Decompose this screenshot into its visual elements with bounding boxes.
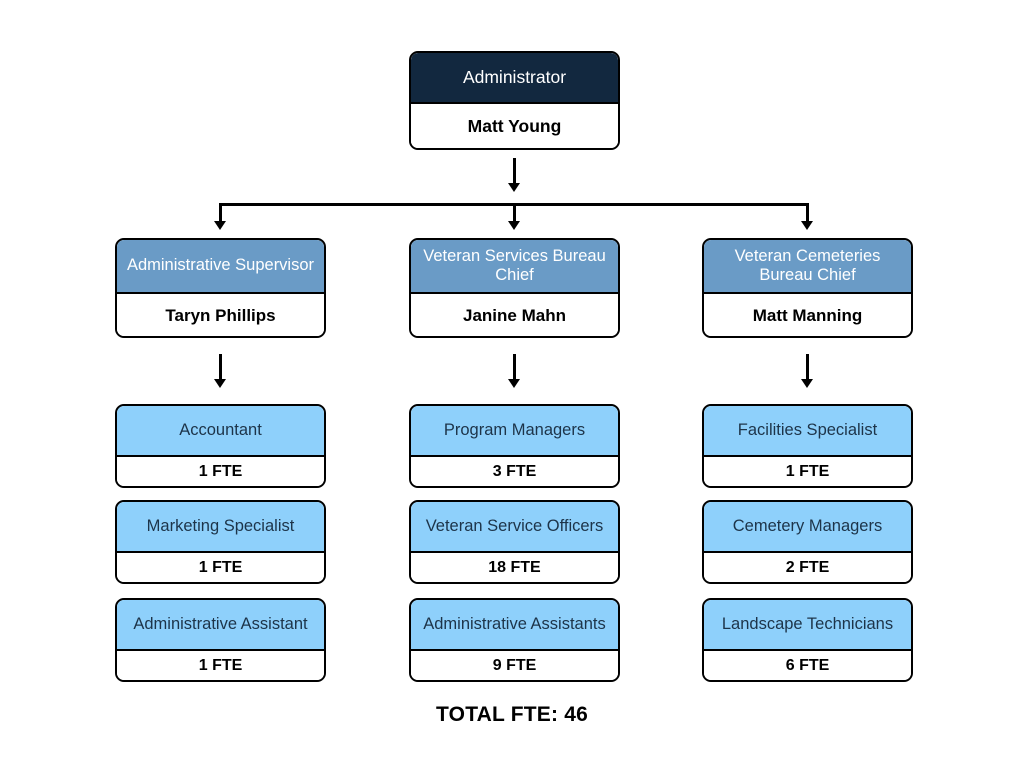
node-administrative-assistant-title: Administrative Assistant — [117, 600, 324, 651]
node-marketing-specialist-fte: 1 FTE — [117, 553, 324, 582]
arrowhead-mid-column — [508, 379, 520, 388]
node-veteran-cemeteries-bureau-chief-title: Veteran Cemeteries Bureau Chief — [704, 240, 911, 294]
node-veteran-cemeteries-bureau-chief[interactable]: Veteran Cemeteries Bureau Chief Matt Man… — [702, 238, 913, 338]
node-administrative-assistant[interactable]: Administrative Assistant 1 FTE — [115, 598, 326, 682]
node-veteran-service-officers-title: Veteran Service Officers — [411, 502, 618, 553]
node-cemetery-managers-fte: 2 FTE — [704, 553, 911, 582]
node-facilities-specialist-title: Facilities Specialist — [704, 406, 911, 457]
total-fte-label: TOTAL FTE: 46 — [436, 703, 588, 726]
node-administrator-name: Matt Young — [411, 104, 618, 148]
node-administrative-supervisor-name: Taryn Phillips — [117, 294, 324, 336]
node-veteran-services-bureau-chief-title: Veteran Services Bureau Chief — [411, 240, 618, 294]
node-administrator[interactable]: Administrator Matt Young — [409, 51, 620, 150]
node-administrative-assistants[interactable]: Administrative Assistants 9 FTE — [409, 598, 620, 682]
arrowhead-bus-mid — [508, 221, 520, 230]
arrowhead-bus-left — [214, 221, 226, 230]
node-cemetery-managers[interactable]: Cemetery Managers 2 FTE — [702, 500, 913, 584]
connector-bus-drop-mid — [513, 203, 516, 225]
connector-left-column — [219, 354, 222, 383]
node-veteran-services-bureau-chief-name: Janine Mahn — [411, 294, 618, 336]
node-facilities-specialist-fte: 1 FTE — [704, 457, 911, 486]
arrowhead-right-column — [801, 379, 813, 388]
connector-right-column — [806, 354, 809, 383]
node-veteran-service-officers[interactable]: Veteran Service Officers 18 FTE — [409, 500, 620, 584]
node-facilities-specialist[interactable]: Facilities Specialist 1 FTE — [702, 404, 913, 488]
node-landscape-technicians[interactable]: Landscape Technicians 6 FTE — [702, 598, 913, 682]
node-veteran-cemeteries-bureau-chief-name: Matt Manning — [704, 294, 911, 336]
node-administrative-assistants-title: Administrative Assistants — [411, 600, 618, 651]
node-administrative-assistant-fte: 1 FTE — [117, 651, 324, 680]
node-marketing-specialist[interactable]: Marketing Specialist 1 FTE — [115, 500, 326, 584]
connector-bus-drop-left — [219, 203, 222, 225]
connector-mid-column — [513, 354, 516, 383]
node-veteran-services-bureau-chief[interactable]: Veteran Services Bureau Chief Janine Mah… — [409, 238, 620, 338]
node-program-managers-fte: 3 FTE — [411, 457, 618, 486]
node-accountant[interactable]: Accountant 1 FTE — [115, 404, 326, 488]
node-landscape-technicians-title: Landscape Technicians — [704, 600, 911, 651]
connector-administrator-stem — [513, 158, 516, 186]
node-administrative-supervisor-title: Administrative Supervisor — [117, 240, 324, 294]
node-administrative-assistants-fte: 9 FTE — [411, 651, 618, 680]
node-administrative-supervisor[interactable]: Administrative Supervisor Taryn Phillips — [115, 238, 326, 338]
node-veteran-service-officers-fte: 18 FTE — [411, 553, 618, 582]
node-landscape-technicians-fte: 6 FTE — [704, 651, 911, 680]
node-accountant-fte: 1 FTE — [117, 457, 324, 486]
node-program-managers-title: Program Managers — [411, 406, 618, 457]
node-program-managers[interactable]: Program Managers 3 FTE — [409, 404, 620, 488]
arrowhead-bus-right — [801, 221, 813, 230]
node-cemetery-managers-title: Cemetery Managers — [704, 502, 911, 553]
node-accountant-title: Accountant — [117, 406, 324, 457]
connector-bus-drop-right — [806, 203, 809, 225]
arrowhead-left-column — [214, 379, 226, 388]
arrowhead-administrator-stem — [508, 183, 520, 192]
node-administrator-title: Administrator — [411, 53, 618, 104]
node-marketing-specialist-title: Marketing Specialist — [117, 502, 324, 553]
